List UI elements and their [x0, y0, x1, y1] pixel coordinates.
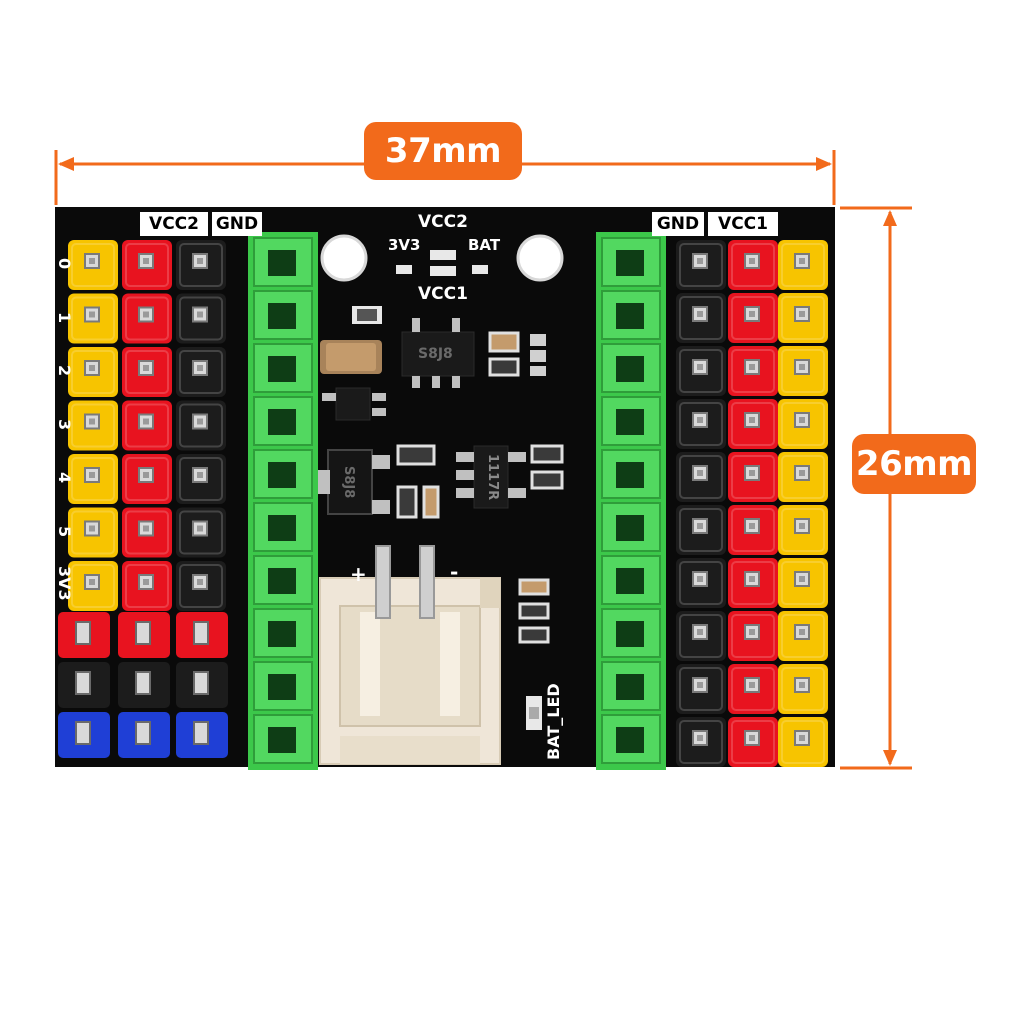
- chip-marking-top: S8J8: [418, 346, 453, 362]
- right-pin-r2-c2: [778, 346, 828, 396]
- left-pin-r3-c2: [176, 400, 226, 451]
- right-pin-r2-c1: [728, 346, 778, 396]
- right-pin-headers: [676, 240, 828, 767]
- right-pin-r1-c1: [728, 293, 778, 343]
- chip-marking-right: 1117R: [485, 454, 500, 501]
- right-pin-r7-c2: [778, 611, 828, 661]
- row-label-2: 2: [55, 365, 74, 377]
- left-pin-r5-c1: [122, 507, 172, 558]
- bat-led-label: BAT_LED: [544, 683, 563, 760]
- battery-connector: [319, 545, 501, 765]
- left-pin-r5-c2: [176, 507, 226, 558]
- left-pin-r2-c1: [122, 347, 172, 397]
- right-pin-r4-c0: [676, 452, 726, 502]
- jumper-r0-c1: [118, 612, 170, 658]
- right-pin-r8-c0: [676, 664, 726, 714]
- right-pin-r5-c2: [778, 505, 828, 555]
- left-vcc2-label: VCC2: [140, 212, 208, 236]
- mounting-hole-left: [320, 234, 368, 282]
- left-pin-r1-c2: [176, 293, 226, 344]
- jumper-r0-c2: [176, 612, 228, 658]
- right-pin-r3-c1: [728, 399, 778, 449]
- row-label-1: 1: [55, 311, 74, 323]
- jumper-r2-c0: [58, 712, 110, 758]
- right-pin-r8-c2: [778, 664, 828, 714]
- right-pin-r3-c2: [778, 399, 828, 449]
- row-label-0: 0: [55, 258, 74, 270]
- left-pin-r4-c2: [176, 454, 226, 504]
- left-pin-r4-c1: [122, 454, 172, 504]
- battery-minus-label: -: [450, 560, 459, 584]
- jumper-r1-c2: [176, 662, 228, 708]
- left-pin-r0-c0: [68, 240, 118, 290]
- top-3v3-label: 3V3: [388, 236, 421, 254]
- left-pin-r1-c0: [68, 293, 118, 344]
- battery-plus-label: +: [350, 562, 367, 586]
- right-pin-r5-c0: [676, 505, 726, 555]
- right-pin-r4-c1: [728, 452, 778, 502]
- left-pin-r0-c1: [122, 240, 172, 290]
- right-pin-r0-c1: [728, 240, 778, 290]
- left-pin-r4-c0: [68, 454, 118, 504]
- screw-terminals: [248, 232, 666, 770]
- left-pin-r0-c2: [176, 240, 226, 290]
- left-pin-r6-c0: [68, 561, 118, 611]
- left-pin-r1-c1: [122, 293, 172, 344]
- chip-marking-left: S8J8: [341, 466, 356, 499]
- top-vcc2-label: VCC2: [418, 212, 468, 232]
- terminal-left: [248, 232, 318, 770]
- left-pin-r3-c0: [68, 400, 118, 451]
- right-pin-r3-c0: [676, 399, 726, 449]
- jumper-r1-c1: [118, 662, 170, 708]
- right-vcc1-label: VCC1: [708, 212, 778, 236]
- right-pin-r9-c0: [676, 717, 726, 767]
- right-pin-r0-c2: [778, 240, 828, 290]
- right-pin-r6-c2: [778, 558, 828, 608]
- row-label-3: 3: [55, 418, 74, 430]
- right-pin-r9-c2: [778, 717, 828, 767]
- terminal-right: [596, 232, 666, 770]
- width-dimension-badge: 37mm: [364, 122, 522, 180]
- right-pin-r1-c0: [676, 293, 726, 343]
- left-pin-r3-c1: [122, 400, 172, 451]
- top-vcc1-label: VCC1: [418, 284, 468, 304]
- right-pin-r6-c1: [728, 558, 778, 608]
- right-pin-r7-c0: [676, 611, 726, 661]
- row-label-6: 3V3: [55, 566, 74, 601]
- jumper-r2-c1: [118, 712, 170, 758]
- left-pin-r6-c1: [122, 561, 172, 611]
- top-bat-label: BAT: [468, 236, 501, 254]
- row-label-5: 5: [55, 525, 74, 537]
- left-pin-r6-c2: [176, 561, 226, 611]
- right-pin-r0-c0: [676, 240, 726, 290]
- left-pin-r5-c0: [68, 507, 118, 558]
- right-pin-r1-c2: [778, 293, 828, 343]
- right-pin-r8-c1: [728, 664, 778, 714]
- right-pin-r2-c0: [676, 346, 726, 396]
- row-label-4: 4: [55, 472, 74, 484]
- smd-components: [318, 250, 564, 730]
- jumper-r1-c0: [58, 662, 110, 708]
- jumper-block: [58, 612, 228, 758]
- left-pin-headers: [68, 240, 226, 611]
- jumper-r0-c0: [58, 612, 110, 658]
- height-dimension-badge: 26mm: [852, 434, 976, 494]
- mounting-hole-right: [516, 234, 564, 282]
- right-pin-r5-c1: [728, 505, 778, 555]
- left-gnd-label: GND: [212, 212, 262, 236]
- right-gnd-label: GND: [652, 212, 704, 236]
- right-pin-r6-c0: [676, 558, 726, 608]
- right-pin-r7-c1: [728, 611, 778, 661]
- right-pin-r4-c2: [778, 452, 828, 502]
- jumper-r2-c2: [176, 712, 228, 758]
- right-pin-r9-c1: [728, 717, 778, 767]
- left-pin-r2-c2: [176, 347, 226, 397]
- left-pin-r2-c0: [68, 347, 118, 397]
